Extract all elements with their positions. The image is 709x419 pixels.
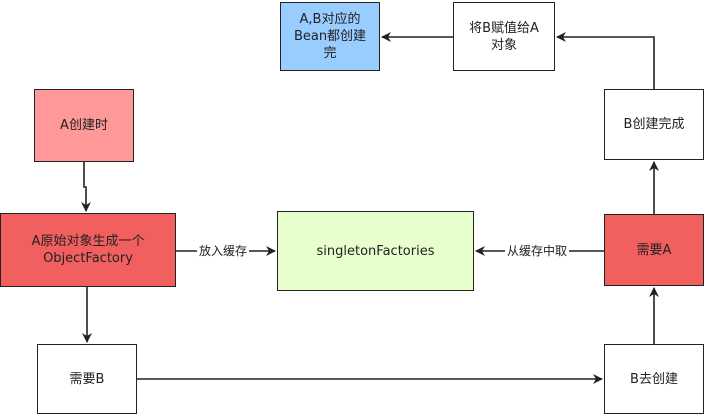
node-b-create[interactable]: B去创建 [604,344,704,414]
node-text-line: 完 [323,46,337,61]
node-text-line: ObjectFactory [43,251,133,266]
node-need-a[interactable]: 需要A [604,214,704,286]
node-text-line: A创建时 [60,118,108,133]
node-b-done[interactable]: B创建完成 [604,89,704,160]
node-text-line: singletonFactories [316,243,435,259]
node-text-line: A原始对象生成一个 [31,234,145,249]
node-text-line: B去创建 [630,371,678,387]
node-text-line: 对象 [490,37,517,53]
edge-label-take-from-cache: 从缓存中取 [505,243,570,259]
node-text-line: 需要B [69,371,105,387]
node-need-b[interactable]: 需要B [37,344,137,414]
edge-label-put-in-cache: 放入缓存 [197,243,250,259]
edge-a-create-to-a-raw [81,162,91,212]
edge-b-done-to-b-assign [556,32,655,89]
node-a-create[interactable]: A创建时 [34,89,134,162]
node-ab-beans-done[interactable]: A,B对应的 Bean都创建 完 [280,2,380,71]
node-singleton-factories[interactable]: singletonFactories [277,211,474,291]
node-text-line: A,B对应的 [299,12,361,27]
node-text-line: 将B赋值给A [469,20,539,36]
node-text-line: Bean都创建 [293,29,367,44]
node-text-line: 需要A [636,242,672,258]
node-b-assign-to-a[interactable]: 将B赋值给A 对象 [453,2,555,71]
node-a-raw-object-factory[interactable]: A原始对象生成一个 ObjectFactory [0,213,176,287]
node-text-line: B创建完成 [623,117,685,132]
